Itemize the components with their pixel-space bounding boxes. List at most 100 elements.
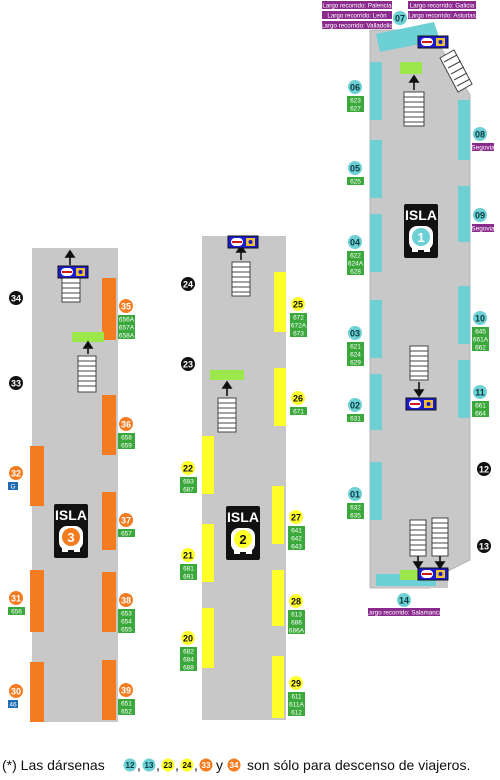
line-tag [347,350,364,358]
bus-line-number: 625 [350,179,361,186]
bus-line-number: 645 [475,329,486,336]
platform-number-circle [473,208,487,222]
platform-number: 24 [183,280,193,290]
bus-line-number: 652 [121,709,132,716]
long-distance-label: Largo recorrido: Salamanca [366,608,443,617]
platform-number-circle [291,391,305,405]
floor-isla-2 [202,236,286,720]
footnote-platform-number: 34 [230,761,239,770]
arrow-up-icon [408,74,420,90]
bay-38 [102,572,116,632]
bus-line-number: 657A [119,325,135,332]
bus-line-number: 686 [291,620,302,627]
destination-label: G [10,484,15,491]
bay-22 [202,436,214,494]
platform-number: 33 [11,379,21,389]
footnote-suffix: son sólo para descenso de viajeros. [247,757,470,773]
line-tag [180,477,197,485]
platform-number: 29 [291,679,301,689]
bay-29 [272,656,284,718]
line-tag [180,663,197,671]
platform-number: 06 [350,83,360,93]
line-tag [347,259,364,267]
destination-label: Segovia [471,226,495,233]
line-tag [180,564,197,572]
platform-number-circle [473,311,487,325]
island-number: 3 [67,530,74,545]
destination-tag [8,700,18,708]
bus-line-number: 681 [183,566,194,573]
footnote-platform-circle [123,758,137,772]
platform-number-circle [181,461,195,475]
bus-line-number: 673 [293,331,304,338]
signboard [72,332,104,342]
platform-number-circle [477,462,491,476]
line-tag [180,572,197,580]
svg-text:Largo recorrido: Asturias: Largo recorrido: Asturias [408,13,475,20]
metro-access-box [57,265,89,279]
metro-access-box [405,397,437,411]
platform-number-circle [119,593,133,607]
footnote-comma: , [156,757,160,773]
stairs-right-top [403,49,473,127]
bus-line-number: 656A [119,317,135,324]
platform-number: 36 [121,420,131,430]
platform-number-circle [348,326,362,340]
line-tag [288,700,305,708]
footnote-conjunction: y [216,757,223,773]
platform-number-circle [181,548,195,562]
platform-number: 03 [350,329,360,339]
line-tag [118,625,135,633]
bus-line-number: 688 [183,665,194,672]
long-distance-label: Largo recorrido: Palencia [322,1,392,10]
bus-line-number: 658A [119,333,135,340]
bus-line-number: 658 [121,435,132,442]
line-tag [347,503,364,511]
bay-35 [102,278,116,340]
island-title: ISLA [405,207,437,223]
line-tag [8,607,25,615]
line-tag [347,104,364,112]
line-tag [118,707,135,715]
line-tag [118,323,135,331]
bay-07 [376,22,440,52]
metro-access-box [227,235,259,249]
long-distance-label: Largo recorrido: Galicia [408,1,476,10]
line-tag [472,327,489,335]
line-tag [290,321,307,329]
footnote-platform-number: 33 [202,761,211,770]
platform-14: 14 [397,593,411,607]
bay-01 [370,462,382,520]
long-distance-label: Largo recorrido: Valladolid [321,21,393,30]
platform-number: 12 [479,465,489,475]
stairs-right-mid [409,345,429,381]
platform-number: 26 [293,394,303,404]
platform-number: 27 [291,513,301,523]
platform-number-circle [397,593,411,607]
bus-line-number: 613 [291,612,302,619]
destination-label: Segovia [471,145,495,152]
line-tag [118,609,135,617]
platform-number: 05 [350,164,360,174]
platform-24: 24 [181,277,195,291]
footnote-comma: , [194,757,198,773]
footnote-platform-circle [199,758,213,772]
platform-number: 35 [121,302,131,312]
line-tag [288,526,305,534]
line-tag [472,409,489,417]
line-tag [288,534,305,542]
bay-26 [274,368,286,426]
line-tag [347,267,364,275]
bay-32 [30,446,44,506]
long-distance-label: Largo recorrido: León [322,11,392,20]
line-tag [290,313,307,321]
